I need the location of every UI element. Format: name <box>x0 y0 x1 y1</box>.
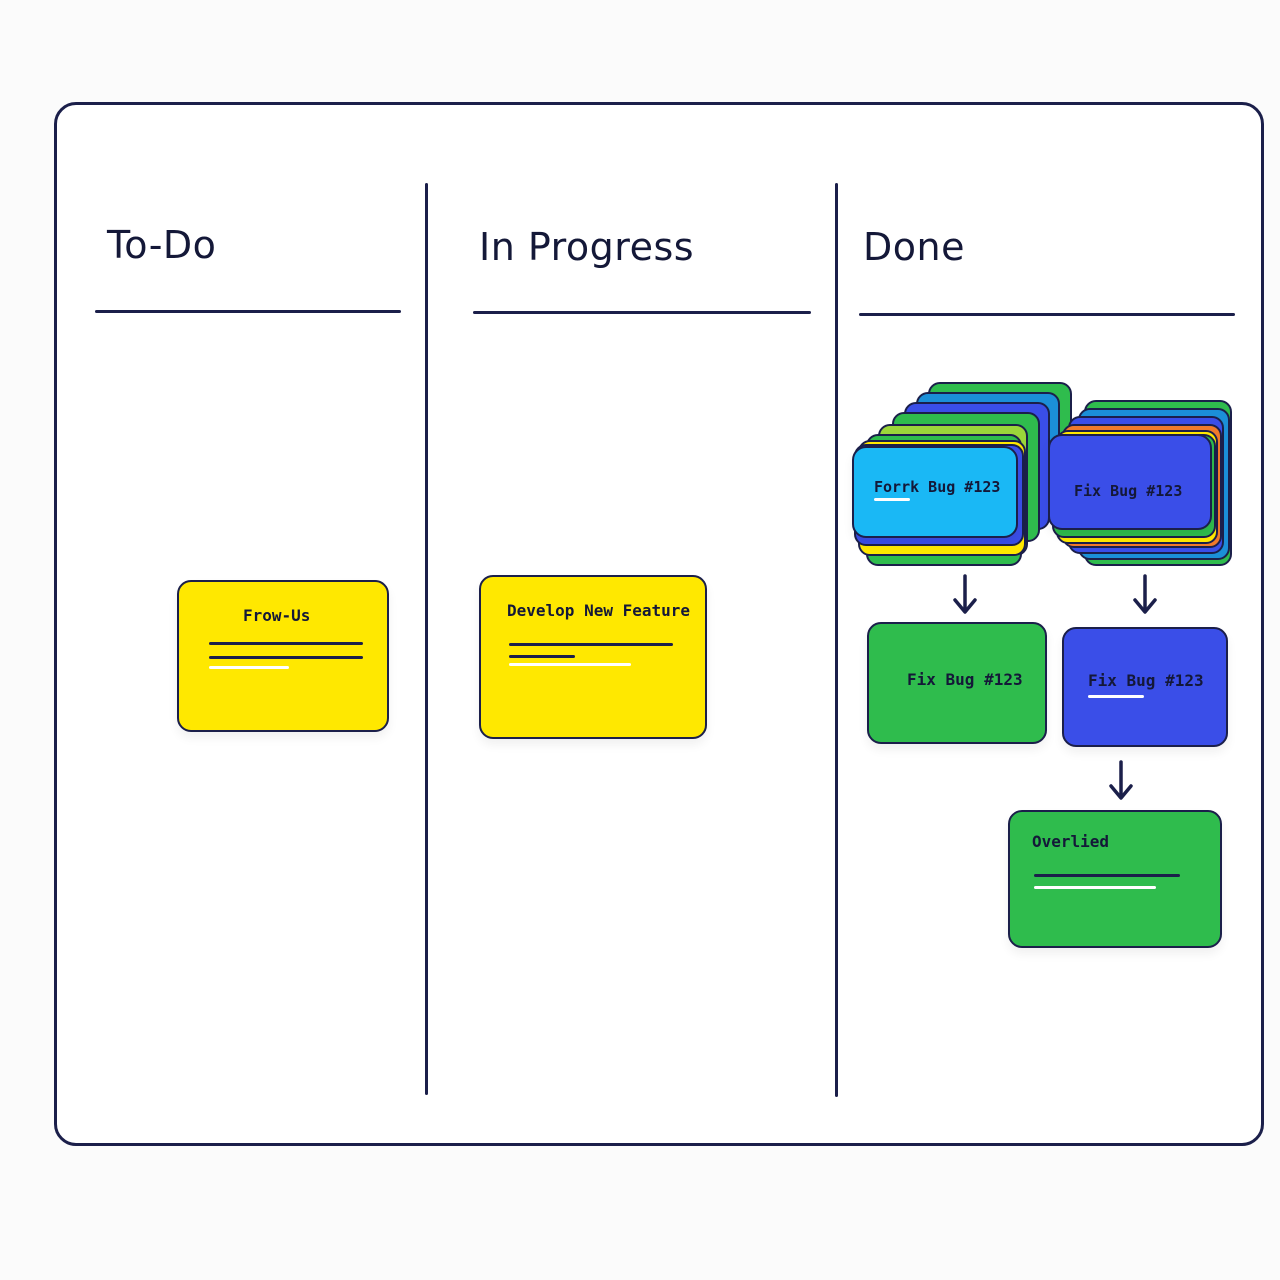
card-text-line <box>209 642 363 645</box>
arrow-down-icon <box>953 574 977 614</box>
task-card-stack-right-top[interactable]: Fix Bug #123 <box>1048 434 1212 530</box>
card-title: Forrk Bug #123 <box>874 478 1001 496</box>
task-card-done-green[interactable]: Fix Bug #123 <box>867 622 1047 744</box>
task-card-done-blue[interactable]: Fix Bug #123 <box>1062 627 1228 747</box>
column-header-rule <box>473 311 811 314</box>
card-title: Fix Bug #123 <box>1088 671 1204 690</box>
column-divider <box>835 183 838 1097</box>
arrow-down-icon <box>1109 760 1133 800</box>
column-divider <box>425 183 428 1095</box>
card-text-line <box>209 656 363 659</box>
card-title: Overlied <box>1032 832 1110 851</box>
card-text-line <box>1034 886 1156 889</box>
card-text-line <box>209 666 289 669</box>
task-card-stack-left-top[interactable]: Forrk Bug #123 <box>852 446 1018 538</box>
task-card-done-bottom[interactable]: Overlied <box>1008 810 1222 948</box>
card-text-line <box>509 655 575 658</box>
card-text-line <box>1034 874 1180 877</box>
column-header-rule <box>859 313 1235 316</box>
task-card-todo[interactable]: Frow-Us <box>177 580 389 732</box>
column-title-done: Done <box>863 225 965 269</box>
column-header-rule <box>95 310 401 313</box>
arrow-down-icon <box>1133 574 1157 614</box>
column-title-in-progress: In Progress <box>479 225 695 269</box>
card-text-line <box>509 643 673 646</box>
task-card-in-progress[interactable]: Develop New Feature <box>479 575 707 739</box>
card-title: Fix Bug #123 <box>1074 482 1183 500</box>
column-title-todo: To-Do <box>107 223 217 267</box>
card-title: Fix Bug #123 <box>907 670 1023 689</box>
card-text-line <box>1088 695 1144 698</box>
card-text-line <box>874 498 910 501</box>
card-title: Frow-Us <box>243 606 311 625</box>
card-text-line <box>509 663 631 666</box>
card-title: Develop New Feature <box>507 601 691 620</box>
